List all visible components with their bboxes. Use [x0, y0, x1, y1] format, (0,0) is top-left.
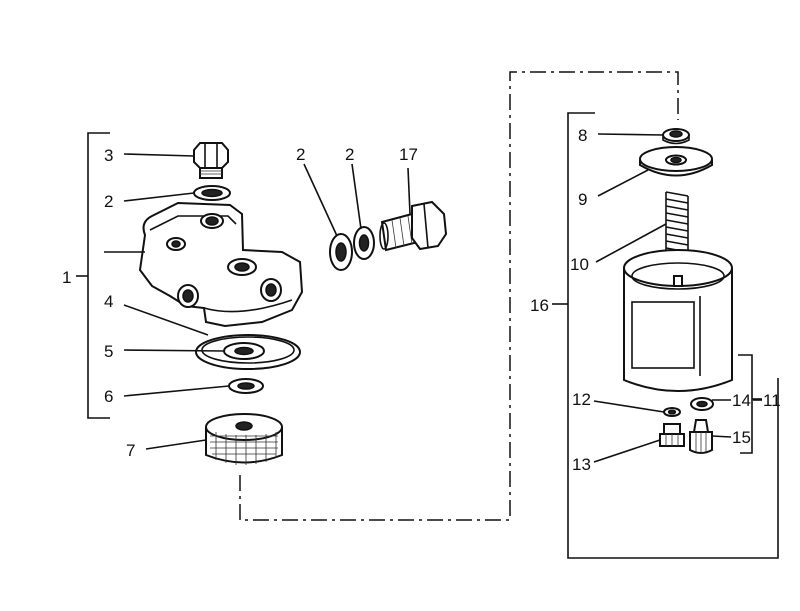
- washer-2-right: [353, 226, 375, 260]
- callout-13: 13: [572, 455, 591, 474]
- washer-6: [228, 378, 264, 394]
- callout-6: 6: [104, 387, 113, 406]
- callout-12: 12: [572, 390, 591, 409]
- bleed-screw: [689, 419, 713, 454]
- callout-2-head: 2: [104, 192, 113, 211]
- cover-plate: [639, 146, 713, 177]
- drain-plug: [659, 423, 685, 447]
- filter-element: [205, 413, 283, 465]
- callout-10: 10: [570, 255, 589, 274]
- banjo-bolt: [379, 200, 448, 252]
- callout-17: 17: [399, 145, 418, 164]
- sealing-washer-top: [193, 185, 231, 201]
- filter-head-body: [138, 201, 304, 328]
- bracket-assembly-11: [738, 354, 762, 454]
- bracket-assembly-16: [552, 112, 779, 559]
- washer-2-left: [329, 233, 353, 271]
- nut-8: [662, 128, 690, 145]
- filter-cartridge: [623, 249, 733, 392]
- callout-3: 3: [104, 146, 113, 165]
- callout-4: 4: [104, 292, 113, 311]
- washer-5: [223, 342, 265, 360]
- connection-path: [239, 71, 679, 521]
- bracket-assembly-1: [76, 132, 110, 419]
- callout-11: 11: [763, 391, 781, 410]
- callout-5: 5: [104, 342, 113, 361]
- callout-1: 1: [62, 268, 71, 287]
- callout-8: 8: [578, 126, 587, 145]
- washer-14: [690, 397, 714, 411]
- callout-7: 7: [126, 441, 135, 460]
- callout-9: 9: [578, 190, 587, 209]
- callout-14: 14: [732, 391, 751, 410]
- o-ring-12: [663, 407, 681, 417]
- callout-16: 16: [530, 296, 549, 315]
- callout-2-right: 2: [345, 145, 354, 164]
- callout-2-left: 2: [296, 145, 305, 164]
- leader-lines: [104, 133, 732, 463]
- callout-15: 15: [732, 428, 751, 447]
- plug-bolt: [193, 142, 229, 179]
